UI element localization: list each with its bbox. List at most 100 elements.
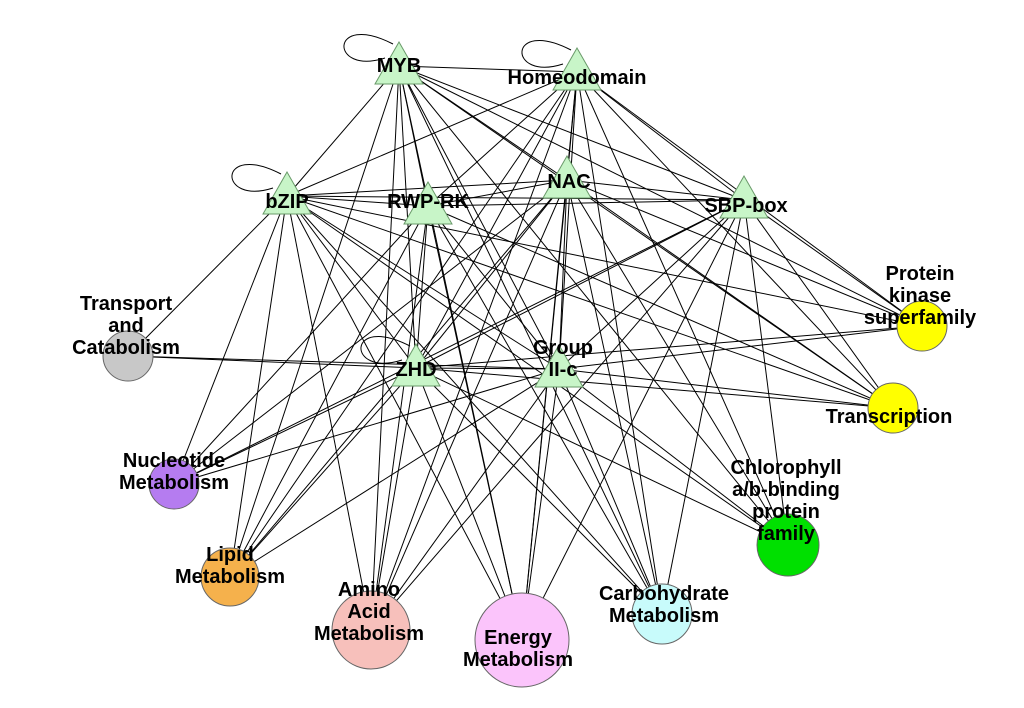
label-nac: NAC [547,171,590,193]
node-transcription [867,382,919,434]
node-transport-and-catabolism [102,330,154,382]
label-line-protein-kinase-superfamily-0: Protein [886,263,955,285]
edge-myb-to-energy-metabolism [398,65,523,641]
node-chlorophyll-a-b-binding-protein-family [756,513,820,577]
edge-nac-to-zhd [415,179,568,369]
label-line-chlorophyll-a-b-binding-protein-family-3: family [757,523,816,545]
label-transcription: Transcription [826,406,953,428]
edge-homeodomain-to-carbohydrate-metabolism [576,71,663,615]
edge-rwp-rk-to-carbohydrate-metabolism [427,205,663,615]
label-line-bzip-0: bZIP [265,191,308,213]
edge-homeodomain-to-chlorophyll-a-b-binding-protein-family [576,71,789,546]
edge-zhd-to-amino-acid-metabolism [370,367,417,631]
label-line-chlorophyll-a-b-binding-protein-family-0: Chlorophyll [730,457,841,479]
label-line-homeodomain-0: Homeodomain [508,67,647,89]
edge-sbp-box-to-amino-acid-metabolism [370,199,745,631]
label-line-transport-and-catabolism-1: and [108,315,144,337]
node-group-ii-c [534,343,584,388]
node-protein-kinase-superfamily [896,300,948,352]
label-line-rwp-rk-0: RWP-RK [387,191,469,213]
edge-myb-to-homeodomain [398,65,578,73]
edge-sbp-box-to-protein-kinase-superfamily [743,199,923,327]
edge-myb-to-chlorophyll-a-b-binding-protein-family [398,65,789,546]
edge-bzip-to-transcription [286,195,894,409]
edge-zhd-to-protein-kinase-superfamily [415,325,923,369]
label-line-myb-0: MYB [377,55,421,77]
label-homeodomain: Homeodomain [508,67,647,89]
label-line-chlorophyll-a-b-binding-protein-family-1: a/b-binding [732,479,840,501]
edge-bzip-to-transport-and-catabolism [127,195,288,357]
label-line-amino-acid-metabolism-0: Amino [338,579,400,601]
edge-sbp-box-to-group-ii-c [558,199,745,370]
label-line-sbp-box-0: SBP-box [704,195,787,217]
edge-nac-to-amino-acid-metabolism [370,179,568,631]
edge-sbp-box-to-carbohydrate-metabolism [661,199,745,615]
edge-homeodomain-to-transcription [576,71,894,409]
label-line-zhd-0: ZHD [395,359,436,381]
edge-zhd-to-nucleotide-metabolism [173,367,417,485]
label-line-energy-metabolism-1: Metabolism [463,649,573,671]
edge-zhd-to-carbohydrate-metabolism [415,367,663,615]
label-line-protein-kinase-superfamily-2: superfamily [864,307,977,329]
node-lipid-metabolism [200,547,260,607]
self-loop-zhd [360,336,411,364]
edge-bzip-to-group-ii-c [286,195,560,370]
node-amino-acid-metabolism [331,590,411,670]
edge-sbp-box-to-transcription [743,199,894,409]
edge-group-ii-c-to-lipid-metabolism [229,368,560,578]
label-line-transcription-0: Transcription [826,406,953,428]
edge-myb-to-protein-kinase-superfamily [398,65,923,327]
label-line-lipid-metabolism-1: Metabolism [175,566,285,588]
edge-zhd-to-chlorophyll-a-b-binding-protein-family [415,367,789,546]
node-nac [542,154,592,199]
edge-rwp-rk-to-zhd [415,205,429,369]
label-line-nucleotide-metabolism-1: Metabolism [119,472,229,494]
node-sbp-box [719,174,769,219]
node-energy-metabolism [474,592,570,688]
label-myb: MYB [377,55,421,77]
edge-layer [127,65,923,641]
label-line-carbohydrate-metabolism-1: Metabolism [609,605,719,627]
edge-rwp-rk-to-nac [427,179,568,207]
edge-myb-to-lipid-metabolism [229,65,400,578]
label-rwp-rk: RWP-RK [387,191,469,213]
edge-group-ii-c-to-transport-and-catabolism [127,355,560,370]
edge-group-ii-c-to-nucleotide-metabolism [173,368,560,485]
node-myb [374,40,424,85]
label-line-transport-and-catabolism-2: Catabolism [72,337,180,359]
label-line-energy-metabolism-0: Energy [484,627,553,649]
edge-group-ii-c-to-protein-kinase-superfamily [558,325,923,370]
edge-rwp-rk-to-nucleotide-metabolism [173,205,429,485]
node-bzip [262,170,312,215]
edge-nac-to-nucleotide-metabolism [173,179,568,485]
edge-rwp-rk-to-lipid-metabolism [229,205,429,578]
edge-bzip-to-zhd [286,195,417,369]
edge-homeodomain-to-amino-acid-metabolism [370,71,578,631]
edge-rwp-rk-to-amino-acid-metabolism [370,205,429,631]
label-sbp-box: SBP-box [704,195,787,217]
edge-sbp-box-to-nucleotide-metabolism [173,199,745,485]
edge-bzip-to-protein-kinase-superfamily [286,195,923,327]
label-line-carbohydrate-metabolism-0: Carbohydrate [599,583,729,605]
edge-homeodomain-to-zhd [415,71,578,369]
edge-sbp-box-to-chlorophyll-a-b-binding-protein-family [743,199,789,546]
edge-group-ii-c-to-transcription [558,368,894,409]
label-line-group-ii-c-1: II-c [549,359,578,381]
edge-homeodomain-to-rwp-rk [427,71,578,207]
label-line-protein-kinase-superfamily-1: kinase [889,285,951,307]
edge-bzip-to-amino-acid-metabolism [286,195,372,631]
label-bzip: bZIP [265,191,308,213]
label-line-transport-and-catabolism-0: Transport [80,293,173,315]
node-zhd [391,342,441,387]
label-zhd: ZHD [395,359,436,381]
edge-sbp-box-to-zhd [415,199,745,369]
label-line-nucleotide-metabolism-0: Nucleotide [123,450,225,472]
edge-group-ii-c-to-chlorophyll-a-b-binding-protein-family [558,368,789,546]
edge-nac-to-group-ii-c [558,179,568,370]
tf-node-layer [262,40,769,388]
edge-myb-to-group-ii-c [398,65,560,370]
